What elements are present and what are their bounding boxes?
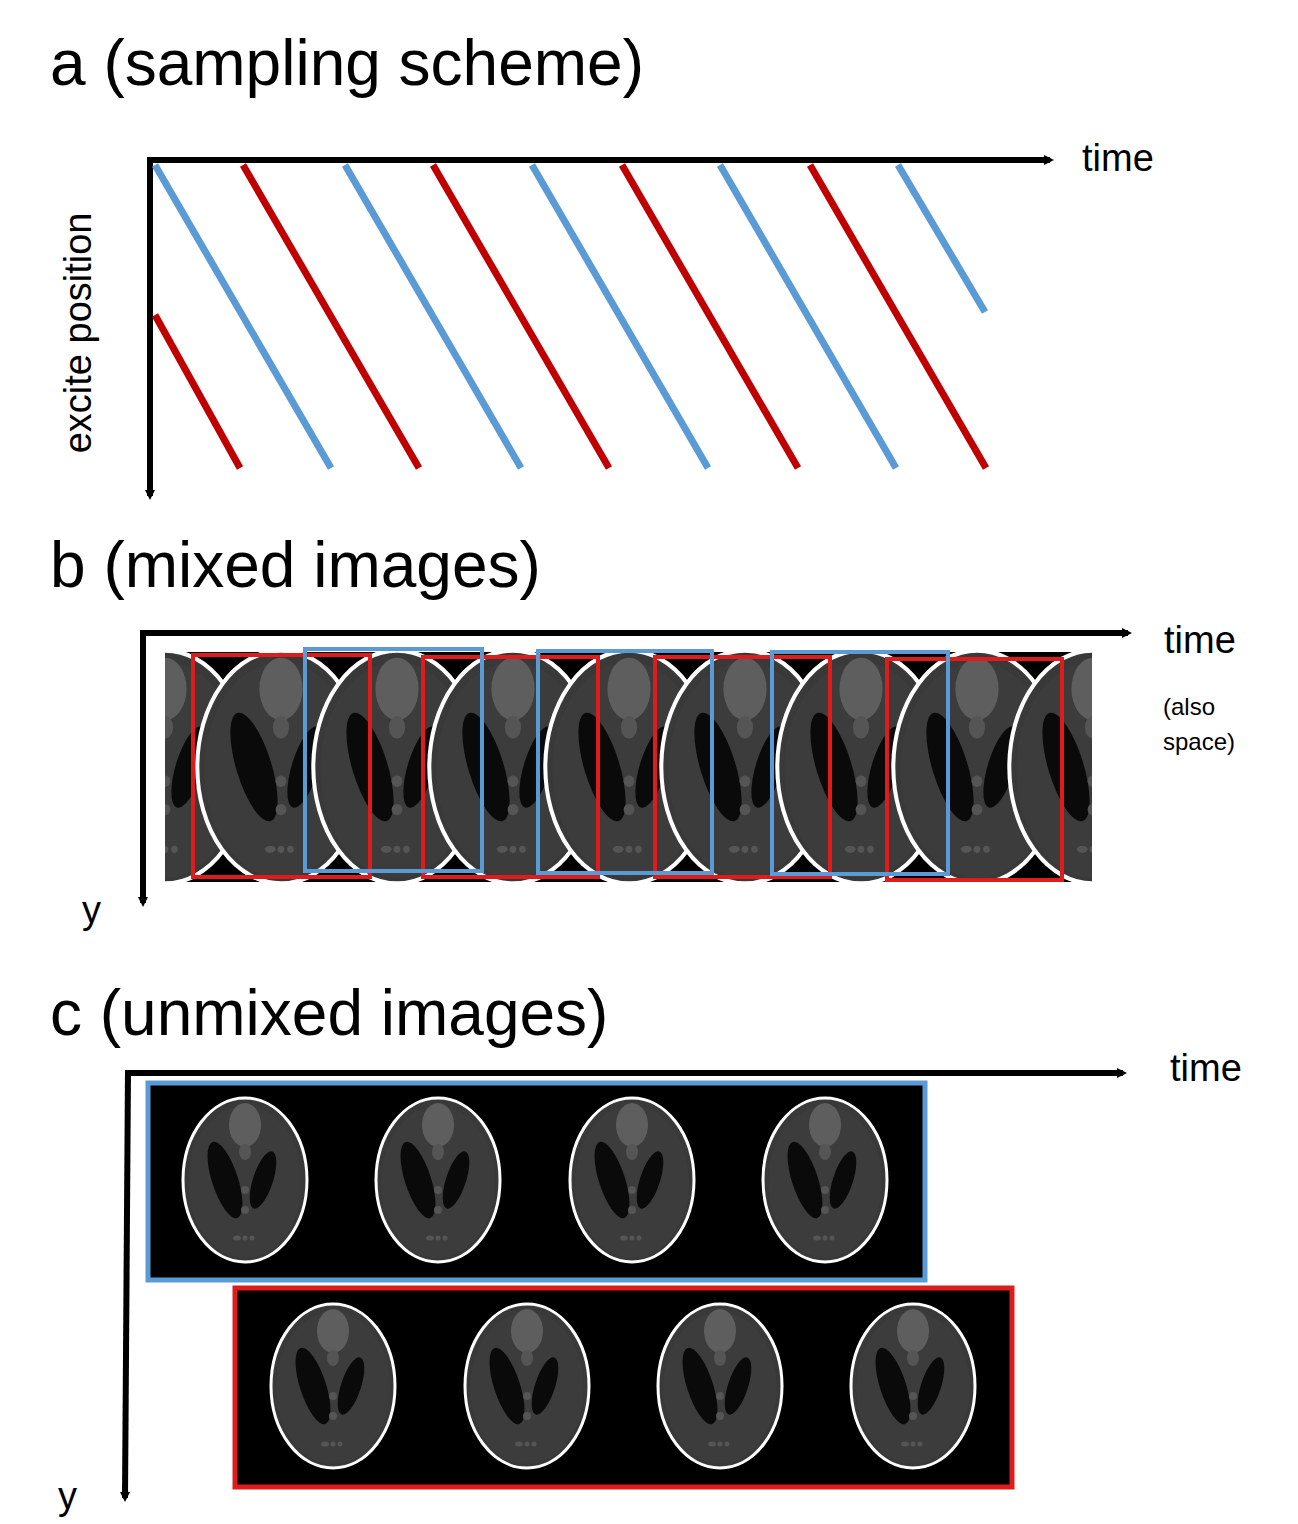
sampling-line [345,165,521,468]
sampling-line [243,165,419,468]
phantom [658,1304,782,1468]
phantom [570,1098,694,1262]
panel-heading: c (unmixed images) [50,978,608,1048]
sampling-line [433,165,609,468]
panel-heading: a (sampling scheme) [50,28,644,98]
phantom [465,1304,589,1468]
axis-label: time [1164,620,1236,662]
axis-label: time [1082,138,1154,180]
axis-label: time [1170,1048,1242,1090]
window-boxes [193,649,1062,880]
blue-frame [148,1083,925,1280]
sampling-line [155,315,240,468]
sampling-lines [155,165,986,468]
phantom [851,1304,975,1468]
sampling-line [720,165,896,468]
sampling-line [898,165,985,312]
axes-b [143,630,1128,903]
phantom [1009,652,1092,882]
red-frame [235,1288,1012,1487]
axes-a [150,157,1050,496]
phantom [271,1304,395,1468]
phantom [763,1098,887,1262]
axis-label: y [82,890,101,932]
phantom [183,1098,307,1262]
axis-label: y [58,1476,77,1518]
sampling-line [622,165,798,468]
unmixed-phantoms [183,1098,975,1468]
sampling-line [810,165,986,468]
axis-note: (also space) [1163,690,1263,760]
phantom [376,1098,500,1262]
sampling-line [532,165,708,468]
axis-label: excite position [57,213,99,454]
sampling-line [155,165,331,468]
panel-heading: b (mixed images) [50,530,541,600]
axes-c [125,1070,1123,1498]
